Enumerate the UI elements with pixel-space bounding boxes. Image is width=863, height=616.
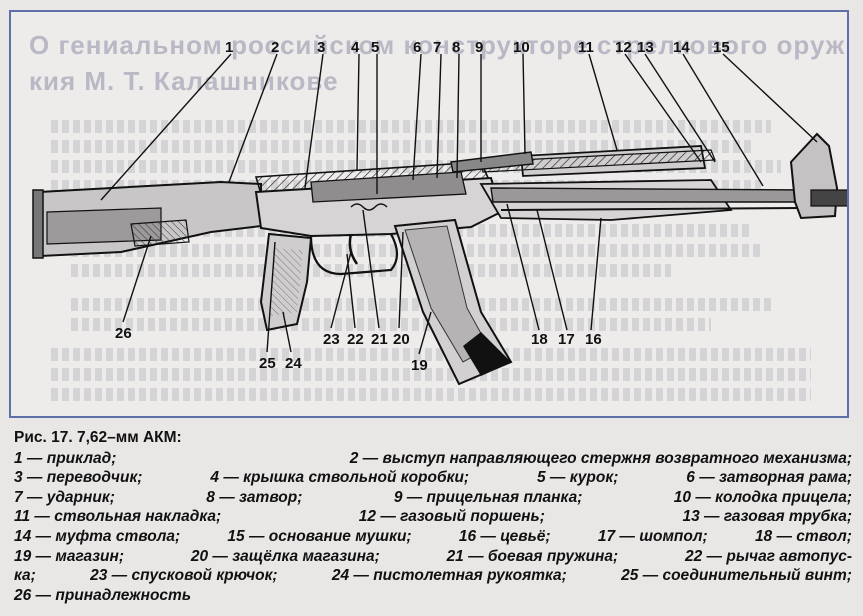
callout-6: 6: [413, 39, 421, 56]
figure-caption: Рис. 17. 7,62–мм АКМ: 1 — приклад; 2 — в…: [14, 428, 852, 605]
magazine-floorplate: [463, 332, 511, 376]
callout-1: 1: [225, 39, 233, 56]
background-heading: кия М. Т. Калашникове: [29, 66, 339, 96]
caption-item: 12 — газовый поршень;: [358, 508, 545, 526]
caption-row: 26 — принадлежность: [14, 586, 852, 606]
caption-item: 16 — цевьё;: [458, 527, 551, 545]
akm-cutaway-diagram: 1 2 3 4 5 6 7 8 9 10 11 12 13 14 15 16 1…: [32, 39, 847, 386]
cleaning-kit: [130, 219, 190, 247]
caption-row: 3 — переводчик; 4 — крышка ствольной кор…: [14, 468, 852, 488]
callout-13: 13: [637, 39, 654, 56]
caption-row: 19 — магазин; 20 — защёлка магазина; 21 …: [14, 547, 852, 567]
caption-item: 25 — соединительный винт;: [621, 567, 852, 585]
callout-23: 23: [323, 331, 340, 348]
caption-item: 26 — принадлежность: [14, 586, 192, 604]
muzzle: [810, 189, 847, 207]
caption-row: 14 — муфта ствола; 15 — основание мушки;…: [14, 527, 852, 547]
bolt-carrier: [310, 171, 467, 203]
caption-item: 18 — ствол;: [754, 527, 852, 545]
callout-5: 5: [371, 39, 379, 56]
background-heading: О гениальном российском конструкторе стр…: [29, 30, 847, 60]
callout-22: 22: [347, 331, 364, 348]
caption-item: 24 — пистолетная рукоятка;: [331, 567, 567, 585]
caption-item: 7 — ударник;: [14, 488, 115, 506]
stock-butt-plate: [32, 189, 44, 259]
caption-item: 1 — приклад;: [14, 449, 117, 467]
caption-item: 2 — выступ направляющего стержня возврат…: [349, 449, 852, 467]
caption-item: 9 — прицельная планка;: [393, 488, 583, 506]
callout-9: 9: [475, 39, 483, 56]
figure-frame: О гениальном российском конструкторе стр…: [9, 10, 849, 418]
caption-item: 15 — основание мушки;: [227, 527, 412, 545]
background-text-line: [71, 318, 711, 331]
background-text-line: [51, 368, 811, 381]
callout-21: 21: [371, 331, 388, 348]
caption-row: 11 — ствольная накладка; 12 — газовый по…: [14, 507, 852, 527]
callout-20: 20: [393, 331, 410, 348]
background-text-line: [51, 120, 771, 133]
callout-11: 11: [578, 39, 594, 56]
caption-item: 11 — ствольная накладка;: [14, 508, 222, 526]
caption-item: 23 — спусковой крючок;: [90, 567, 278, 585]
rear-sight: [450, 151, 534, 173]
caption-item: 8 — затвор;: [206, 488, 303, 506]
caption-item: 22 — рычаг автопус-: [685, 547, 852, 565]
callout-12: 12: [615, 39, 632, 56]
callout-7: 7: [433, 39, 441, 56]
background-text-line: [51, 348, 811, 361]
callout-4: 4: [351, 39, 360, 56]
callout-14: 14: [673, 39, 690, 56]
caption-title: Рис. 17. 7,62–мм АКМ:: [14, 429, 182, 446]
caption-item: 4 — крышка ствольной коробки;: [210, 469, 470, 487]
callout-25: 25: [259, 355, 276, 372]
caption-item: 10 — колодка прицела;: [673, 488, 852, 506]
callout-19: 19: [411, 357, 428, 374]
trigger: [348, 233, 359, 265]
trigger-guard: [309, 233, 399, 276]
caption-item: ка;: [14, 567, 36, 585]
caption-row: ка; 23 — спусковой крючок; 24 — пистолет…: [14, 566, 852, 586]
caption-row: 1 — приклад; 2 — выступ направляющего ст…: [14, 449, 852, 469]
callout-18: 18: [531, 331, 548, 348]
hammer-spring: [350, 203, 388, 211]
caption-row: 7 — ударник; 8 — затвор; 9 — прицельная …: [14, 488, 852, 508]
caption-item: 13 — газовая трубка;: [682, 508, 852, 526]
caption-item: 19 — магазин;: [14, 547, 125, 565]
callout-24: 24: [285, 355, 302, 372]
cleaning-rod: [500, 207, 802, 211]
callout-8: 8: [452, 39, 460, 56]
caption-item: 3 — переводчик;: [14, 469, 143, 487]
callout-17: 17: [558, 331, 575, 348]
callout-2: 2: [271, 39, 279, 56]
pistol-grip-texture: [271, 248, 303, 316]
caption-item: 20 — защёлка магазина;: [190, 547, 380, 565]
callout-numbers: 1 2 3 4 5 6 7 8 9 10 11 12 13 14 15 16 1…: [115, 39, 730, 374]
leader-lines: [100, 53, 818, 355]
caption-item: 14 — муфта ствола;: [14, 527, 181, 545]
caption-item: 21 — боевая пружина;: [446, 547, 619, 565]
callout-10: 10: [513, 39, 530, 56]
rifle-drawing: [32, 132, 847, 386]
caption-item: 17 — шомпол;: [597, 527, 708, 545]
callout-16: 16: [585, 331, 602, 348]
barrel: [490, 187, 812, 203]
background-text-line: [51, 388, 811, 401]
callout-26: 26: [115, 325, 132, 342]
background-text-line: [51, 140, 751, 153]
caption-item: 6 — затворная рама;: [686, 469, 852, 487]
callout-15: 15: [713, 39, 730, 56]
caption-item: 5 — курок;: [537, 469, 619, 487]
callout-3: 3: [317, 39, 325, 56]
